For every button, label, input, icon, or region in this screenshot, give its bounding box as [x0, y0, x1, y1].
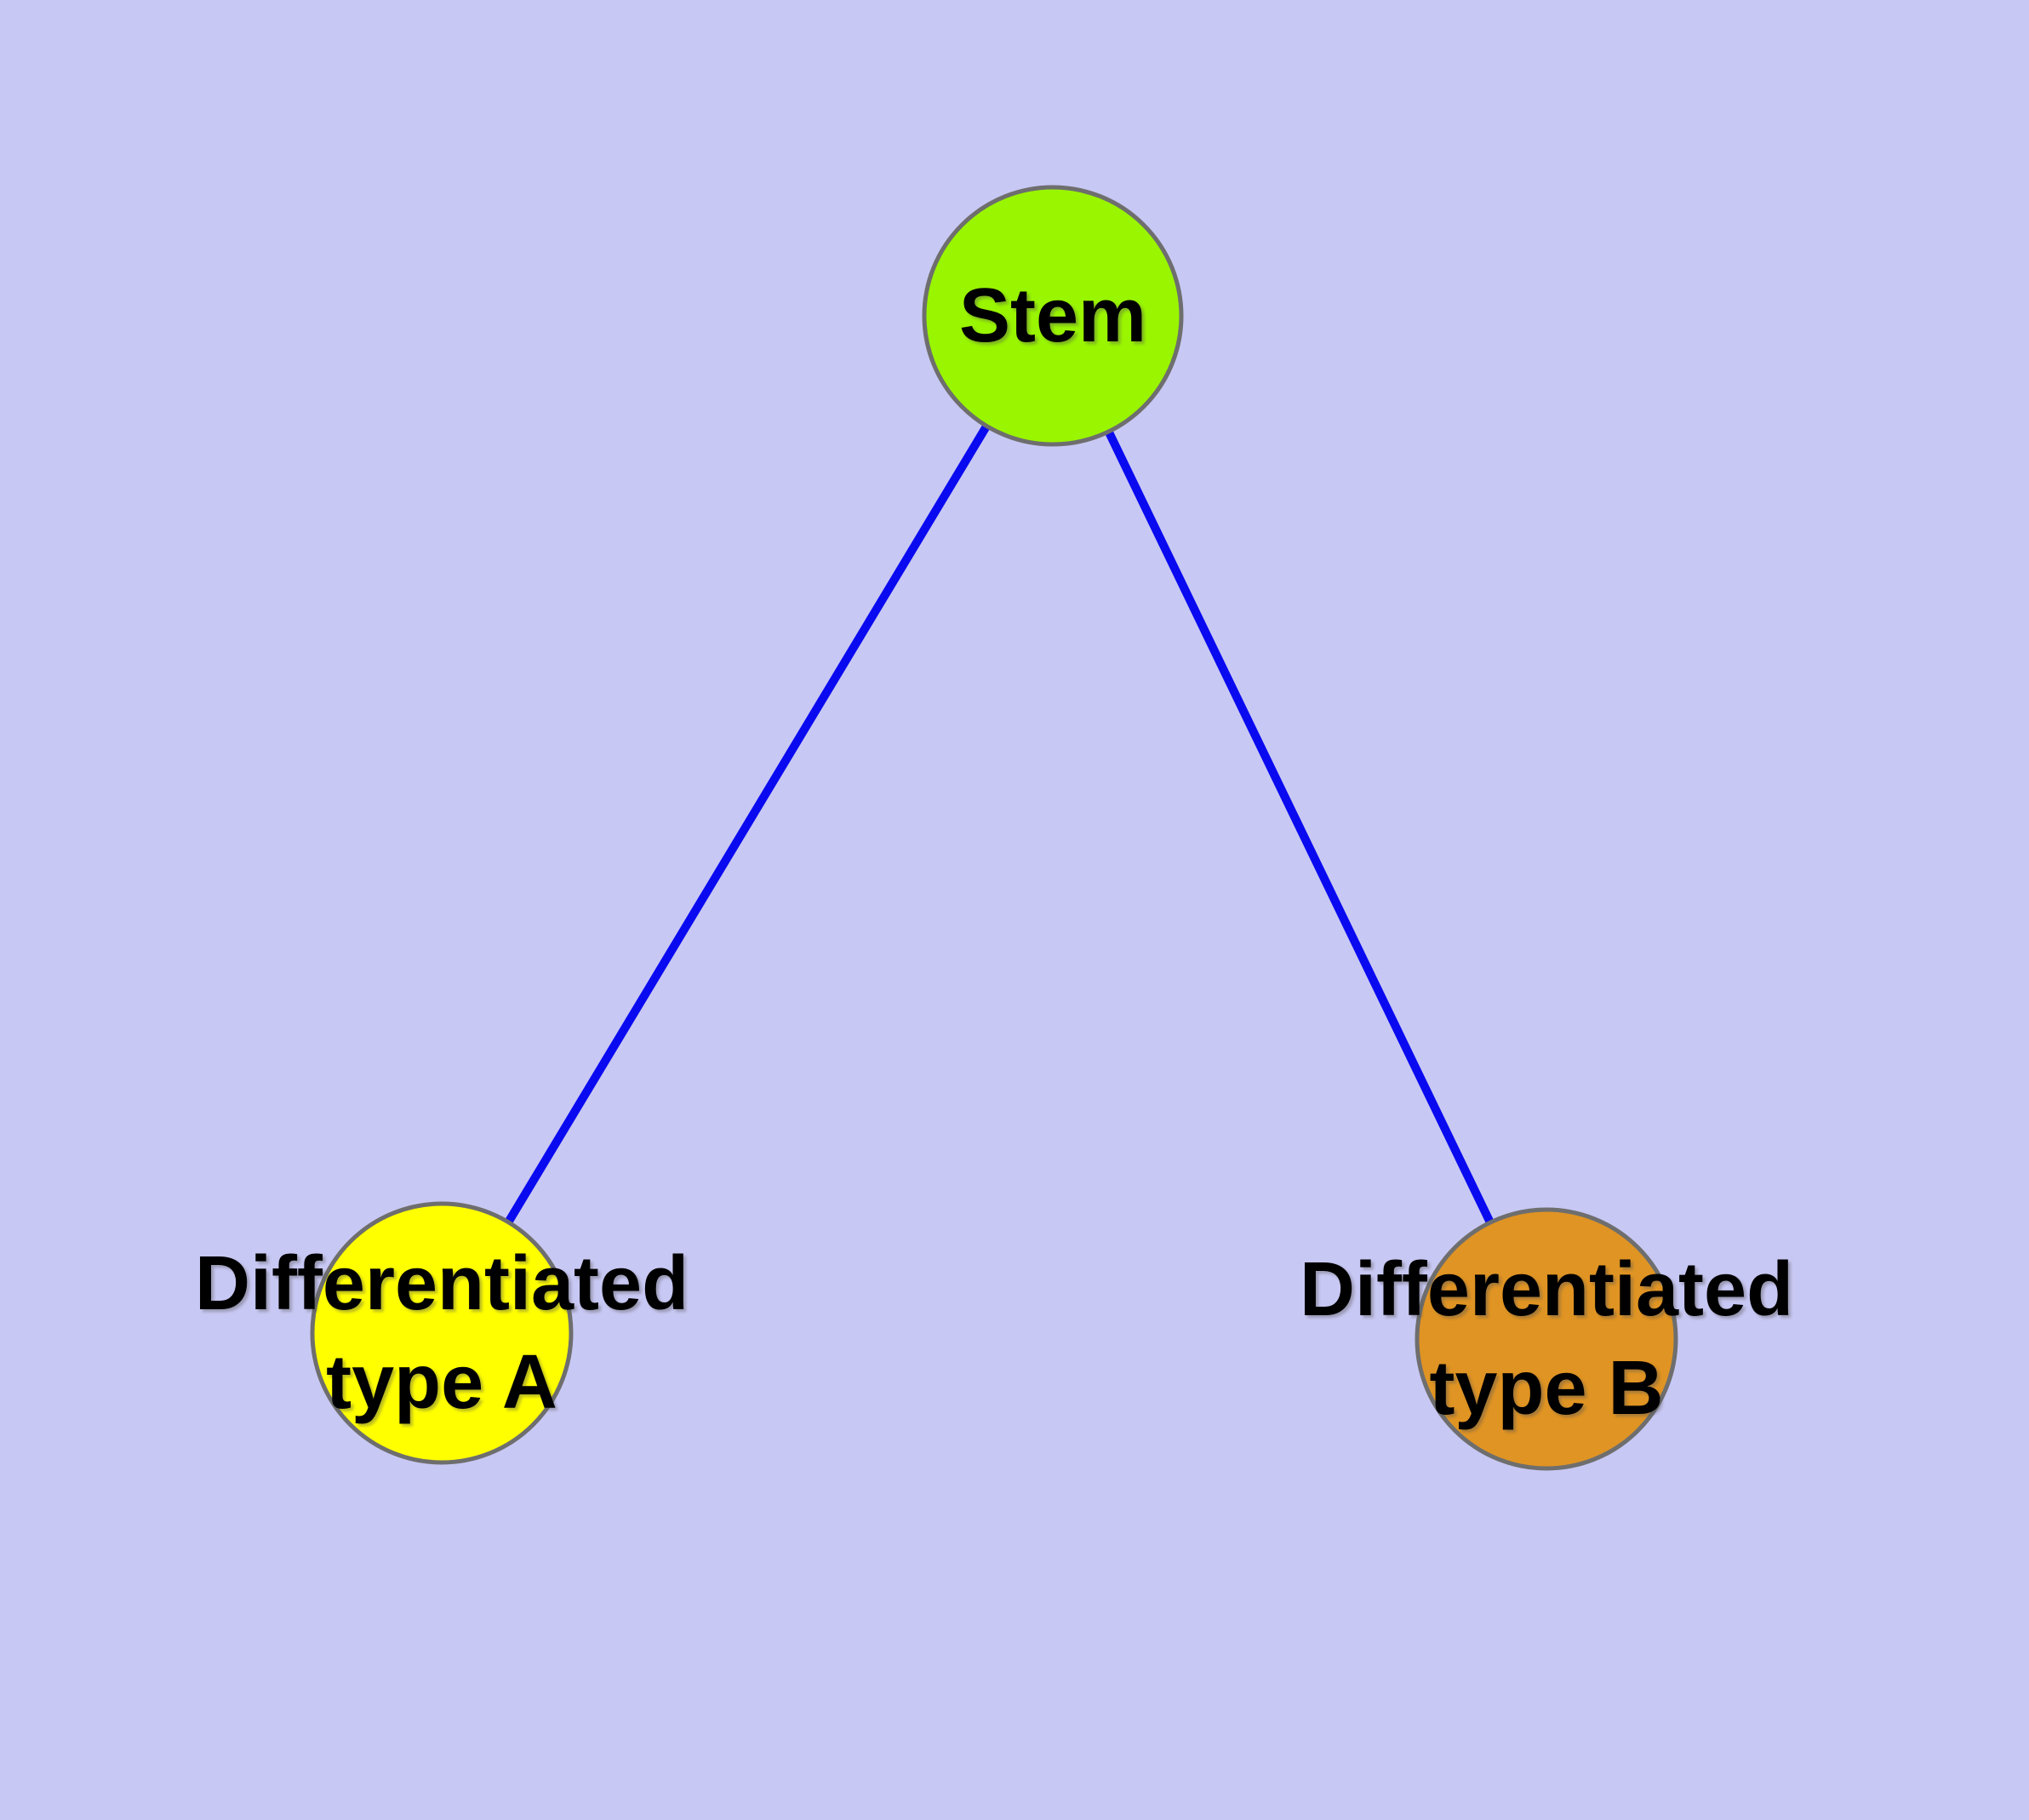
node-differentiated-type-a	[310, 1201, 574, 1465]
node-label-type-b-line1: Differentiated	[1299, 1247, 1794, 1332]
node-label-type-a-line2: type A	[326, 1340, 557, 1425]
node-label-stem: Stem	[959, 266, 1146, 365]
node-stem	[922, 185, 1184, 447]
node-label-differentiated-type-b: Differentiated type B	[1300, 1240, 1793, 1438]
node-differentiated-type-b	[1415, 1207, 1678, 1471]
edge-stem-to-type-a	[437, 313, 1057, 1336]
node-label-differentiated-type-a: Differentiated type A	[195, 1234, 689, 1432]
node-label-type-a-line1: Differentiated	[194, 1241, 689, 1326]
edge-stem-to-type-b	[1049, 313, 1551, 1342]
node-label-type-b-line2: type B	[1429, 1346, 1664, 1431]
node-label-stem-line1: Stem	[958, 273, 1147, 358]
